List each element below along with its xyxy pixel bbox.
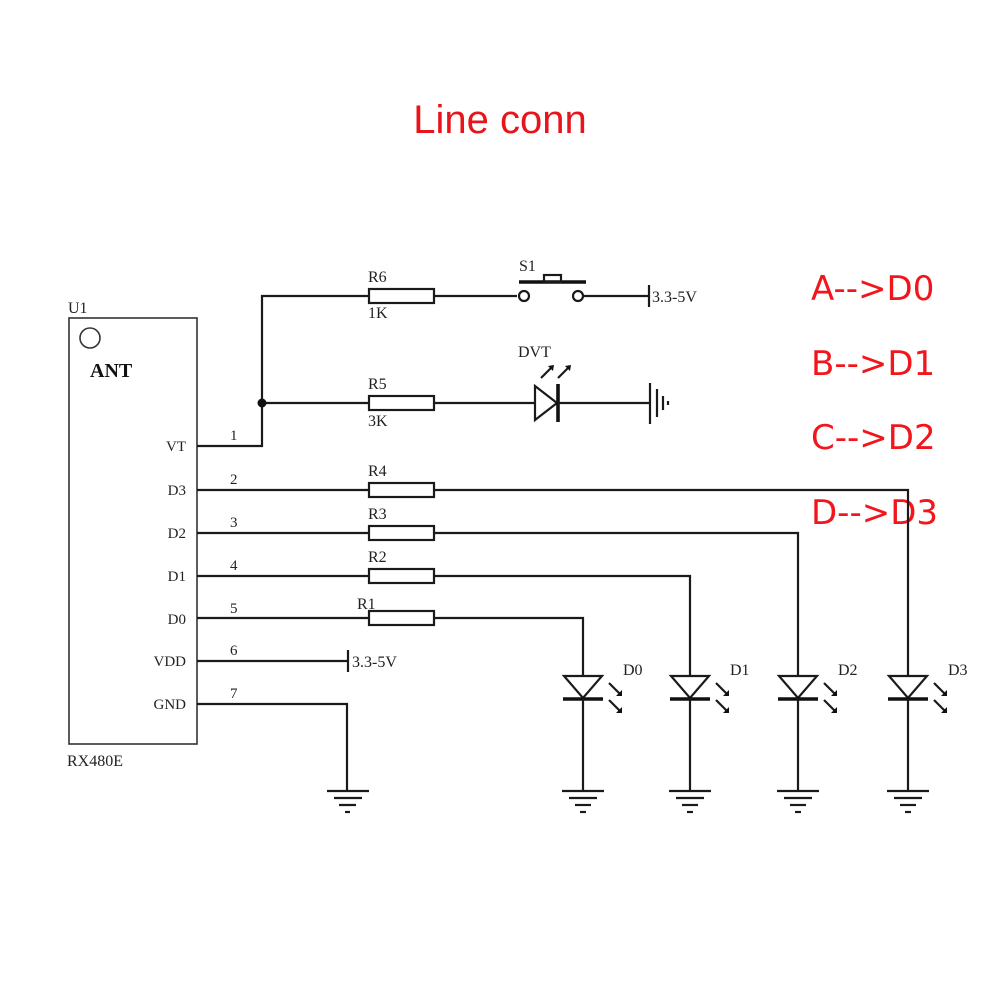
led-diode-icon — [886, 674, 930, 700]
r2-ref: R2 — [368, 549, 387, 566]
light-emission-arrows-icon — [823, 682, 837, 713]
led-d2: D2 — [776, 662, 858, 814]
led-diode-icon — [668, 674, 712, 700]
resistor-r2-icon — [367, 567, 436, 585]
dvt-ref: DVT — [518, 344, 551, 361]
wire-d3 — [197, 488, 910, 676]
pin-name-vdd: VDD — [154, 654, 187, 670]
led-d1: D1 — [668, 662, 750, 814]
data-lines: R4 R3 R2 R1 — [197, 463, 910, 676]
ground-chassis-icon — [648, 383, 670, 424]
led-diode-icon — [561, 674, 605, 700]
pin-number-2: 2 — [230, 472, 238, 488]
mapping-c-d2: C-->D2 — [811, 418, 936, 458]
pin-number-6: 6 — [230, 643, 238, 659]
pin-name-d0: D0 — [168, 612, 186, 628]
light-emission-arrows-icon — [933, 682, 947, 713]
led-ref-label: D0 — [623, 662, 643, 679]
module-u1: U1 ANT RX480E VT D3 D2 D1 D0 VDD GND 1 2… — [67, 300, 238, 770]
module-body — [68, 317, 198, 745]
antenna-label: ANT — [90, 360, 133, 382]
pushbutton-s1-icon — [517, 273, 586, 303]
ground-icon — [777, 789, 819, 814]
led-ref-label: D3 — [948, 662, 968, 679]
diagram-title: Line conn — [413, 98, 587, 142]
pin-name-d1: D1 — [168, 569, 186, 585]
resistor-r5-icon — [367, 394, 436, 412]
led-diode-icon — [776, 674, 820, 700]
wire-gnd — [197, 702, 349, 790]
pin-number-4: 4 — [230, 558, 238, 574]
resistor-r6-icon — [367, 287, 436, 305]
r4-ref: R4 — [368, 463, 387, 480]
mapping-d-d3: D-->D3 — [811, 493, 939, 533]
pin-name-gnd: GND — [154, 697, 187, 713]
mapping-a-d0: A-->D0 — [811, 269, 935, 309]
pin-number-5: 5 — [230, 601, 238, 617]
supply-top-label: 3.3-5V — [652, 289, 697, 306]
wire-d0 — [197, 616, 585, 676]
mapping-b-d1: B-->D1 — [811, 344, 936, 384]
resistor-r4-icon — [367, 481, 436, 499]
light-emission-arrows-icon — [715, 682, 729, 713]
pin-number-1: 1 — [230, 428, 238, 444]
ground-icon — [562, 789, 604, 814]
pin-name-d3: D3 — [168, 483, 186, 499]
wire-d1 — [197, 574, 692, 676]
pin-number-7: 7 — [230, 686, 238, 702]
s1-ref: S1 — [519, 258, 536, 275]
vdd-supply-label: 3.3-5V — [352, 654, 397, 671]
ground-icon — [327, 789, 369, 814]
led-dvt-icon — [533, 365, 571, 423]
resistor-r3-icon — [367, 524, 436, 542]
power-lines: 3.3-5V — [197, 650, 397, 814]
pin-number-3: 3 — [230, 515, 238, 531]
ground-icon — [669, 789, 711, 814]
light-emission-arrows-icon — [608, 682, 622, 713]
junction-dot — [257, 398, 267, 408]
r5-ref: R5 — [368, 376, 387, 393]
resistor-r1-icon — [367, 609, 436, 627]
led-d0: D0 — [561, 662, 643, 814]
antenna-hole-icon — [79, 327, 101, 349]
wire-d2 — [197, 531, 800, 676]
module-part: RX480E — [67, 753, 123, 770]
vt-branch: R6 1K S1 3.3-5V R5 3K DVT — [197, 258, 697, 448]
r3-ref: R3 — [368, 506, 387, 523]
pin-name-vt: VT — [166, 439, 186, 455]
led-array: D0 D1 D2 D3 — [561, 662, 968, 814]
r6-ref: R6 — [368, 269, 387, 286]
led-ref-label: D1 — [730, 662, 750, 679]
wire-vt — [197, 294, 369, 448]
led-d3: D3 — [886, 662, 968, 814]
module-ref: U1 — [68, 300, 88, 317]
pin-name-d2: D2 — [168, 526, 186, 542]
r1-ref: R1 — [357, 596, 376, 613]
led-ref-label: D2 — [838, 662, 858, 679]
ground-icon — [887, 789, 929, 814]
r5-value: 3K — [368, 413, 388, 430]
r6-value: 1K — [368, 305, 388, 322]
